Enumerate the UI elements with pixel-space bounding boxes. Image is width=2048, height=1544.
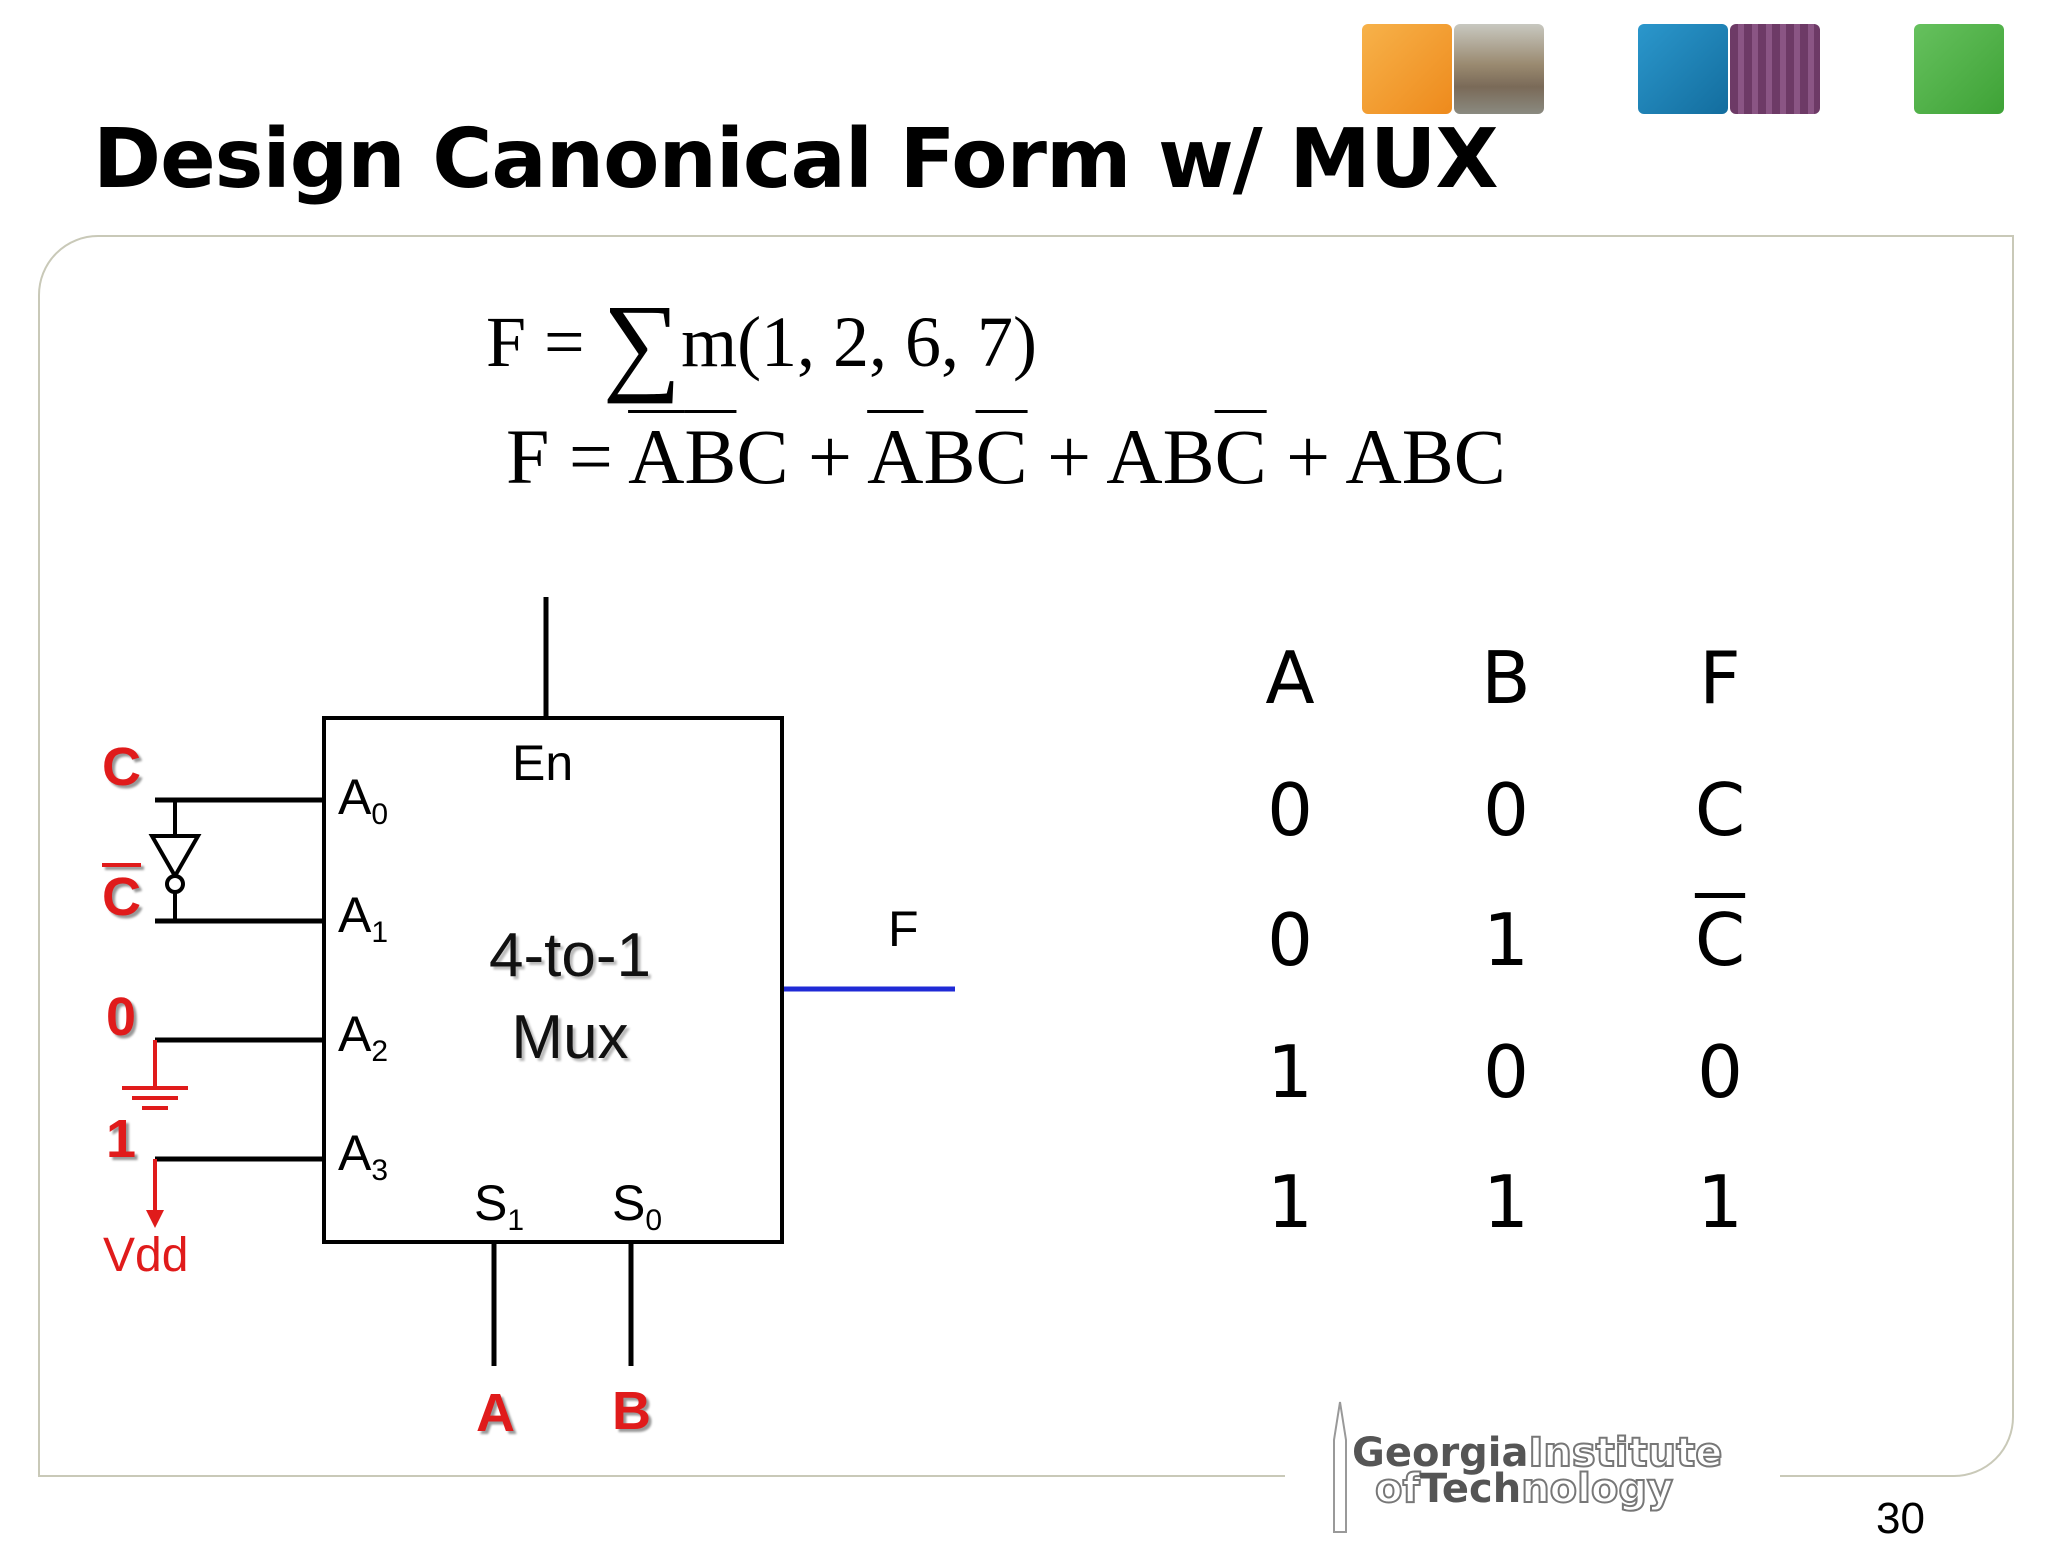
literal: C [1214,413,1267,500]
select-b-label: B [612,1381,651,1441]
truth-table-cell: 1 [1483,898,1529,982]
literal: A [1106,413,1163,500]
truth-table-cell: C [1694,768,1746,852]
product-term: ABC [628,413,788,500]
logo-line2: ofTechnology [1374,1465,1674,1513]
literal: A [1345,413,1402,500]
input-one-label: 1 [106,1109,137,1169]
sum-rhs: m(1, 2, 6, 7) [681,302,1038,382]
literal: B [1401,413,1454,500]
literal: A [867,413,924,500]
literal: B [923,413,976,500]
vdd-label: Vdd [103,1229,189,1282]
literal: C [1453,413,1506,500]
literal: B [1162,413,1215,500]
vdd-arrow [146,1210,164,1228]
literal: B [684,413,737,500]
mux-title-line2: Mux [511,1003,629,1072]
truth-table-cell: 0 [1267,768,1313,852]
product-term: ABC [1345,413,1505,500]
pin-s1: S1 [474,1175,525,1237]
campus-photo-tile [1454,24,1544,114]
literal: C [736,413,789,500]
select-a-label: A [476,1383,515,1443]
enable-label: En [512,735,574,791]
panel-border-gap [1285,1460,1780,1490]
truth-table-cell: 1 [1697,1160,1743,1244]
pin-a1: A1 [338,887,389,949]
pin-a2: A2 [338,1006,389,1068]
output-label: F [888,901,919,957]
truth-table-cell: 0 [1267,898,1313,982]
truth-table-header: F [1699,636,1741,720]
plus-sign: + [1027,413,1107,500]
input-c-label: C [102,737,141,797]
header-tile-orange [1362,24,1452,114]
pin-a0: A0 [338,769,389,831]
sop-equation: F = ABC + ABC + ABC + ABC [506,412,1506,502]
slide-title: Design Canonical Form w/ MUX [93,112,1499,207]
input-c-bar-label: C [102,867,141,927]
truth-table-cell: C [1694,898,1746,982]
expr-lhs: F = [506,413,613,500]
sum-equation: F = ∑m(1, 2, 6, 7) [486,280,1037,407]
product-term: ABC [1106,413,1266,500]
tech-tower-icon [1333,1401,1347,1533]
truth-table-cell: 0 [1483,768,1529,852]
inverter-gate [148,834,202,881]
expr-terms: ABC + ABC + ABC + ABC [628,413,1506,500]
circuit-photo-tile [1730,24,1820,114]
truth-table-cell: 0 [1697,1030,1743,1114]
mux-block [322,716,784,1244]
header-tile-green [1914,24,2004,114]
truth-table-cell: 1 [1267,1030,1313,1114]
truth-table-cell: 1 [1483,1160,1529,1244]
logo-line1: GeorgiaInstitute [1352,1429,1723,1477]
product-term: ABC [867,413,1027,500]
content-panel [38,235,2014,1477]
page-number: 30 [1876,1494,1925,1543]
pin-a3: A3 [338,1125,389,1187]
sum-symbol: ∑ [602,282,682,404]
mux-title-line1: 4-to-1 [489,921,651,990]
input-zero-label: 0 [106,987,137,1047]
literal: C [975,413,1028,500]
sum-lhs: F = [486,302,585,382]
plus-sign: + [788,413,868,500]
pin-s0: S0 [612,1175,663,1237]
truth-table-cell: 0 [1483,1030,1529,1114]
inverter-bubble [165,874,185,894]
truth-table-header: B [1481,636,1531,720]
truth-table-header: A [1265,636,1315,720]
header-tile-blue [1638,24,1728,114]
truth-table-cell: 1 [1267,1160,1313,1244]
plus-sign: + [1266,413,1346,500]
literal: A [628,413,685,500]
